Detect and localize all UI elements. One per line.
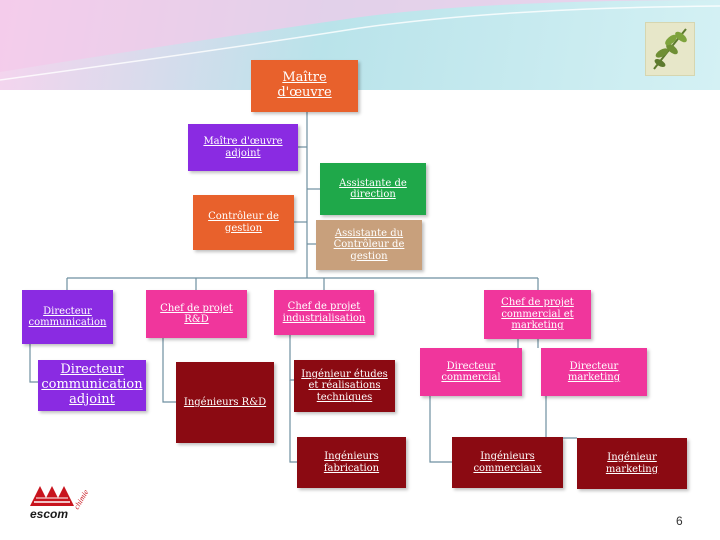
node-ingenieurs-commerciaux: Ingénieurs commerciaux xyxy=(452,437,563,488)
node-directeur-communication-adjoint: Directeur communication adjoint xyxy=(38,360,146,411)
logo-tagline: chimie xyxy=(72,488,91,511)
node-maitre-oeuvre: Maître d'œuvre xyxy=(251,60,358,112)
logo-wordmark: escom xyxy=(30,507,68,521)
node-assistante-direction: Assistante de direction xyxy=(320,163,426,215)
node-chef-projet-industrialisation: Chef de projet industrialisation xyxy=(274,290,374,335)
node-ingenieurs-rd: Ingénieurs R&D xyxy=(176,362,274,443)
node-ingenieur-etudes: Ingénieur études et réalisations techniq… xyxy=(294,360,395,412)
page-number: 6 xyxy=(676,514,683,528)
node-directeur-marketing: Directeur marketing xyxy=(541,348,647,396)
node-ingenieurs-fabrication: Ingénieurs fabrication xyxy=(297,437,406,488)
node-directeur-communication: Directeur communication xyxy=(22,290,113,344)
node-assistante-controleur: Assistante du Contrôleur de gestion xyxy=(316,220,422,270)
node-directeur-commercial: Directeur commercial xyxy=(420,348,522,396)
node-chef-projet-rd: Chef de projet R&D xyxy=(146,290,247,338)
escom-logo: escom chimie xyxy=(28,480,98,526)
node-chef-projet-commercial: Chef de projet commercial et marketing xyxy=(484,290,591,339)
node-controleur-gestion: Contrôleur de gestion xyxy=(193,195,294,250)
node-maitre-oeuvre-adjoint: Maître d'œuvre adjoint xyxy=(188,124,298,171)
node-ingenieur-marketing: Ingénieur marketing xyxy=(577,438,687,489)
